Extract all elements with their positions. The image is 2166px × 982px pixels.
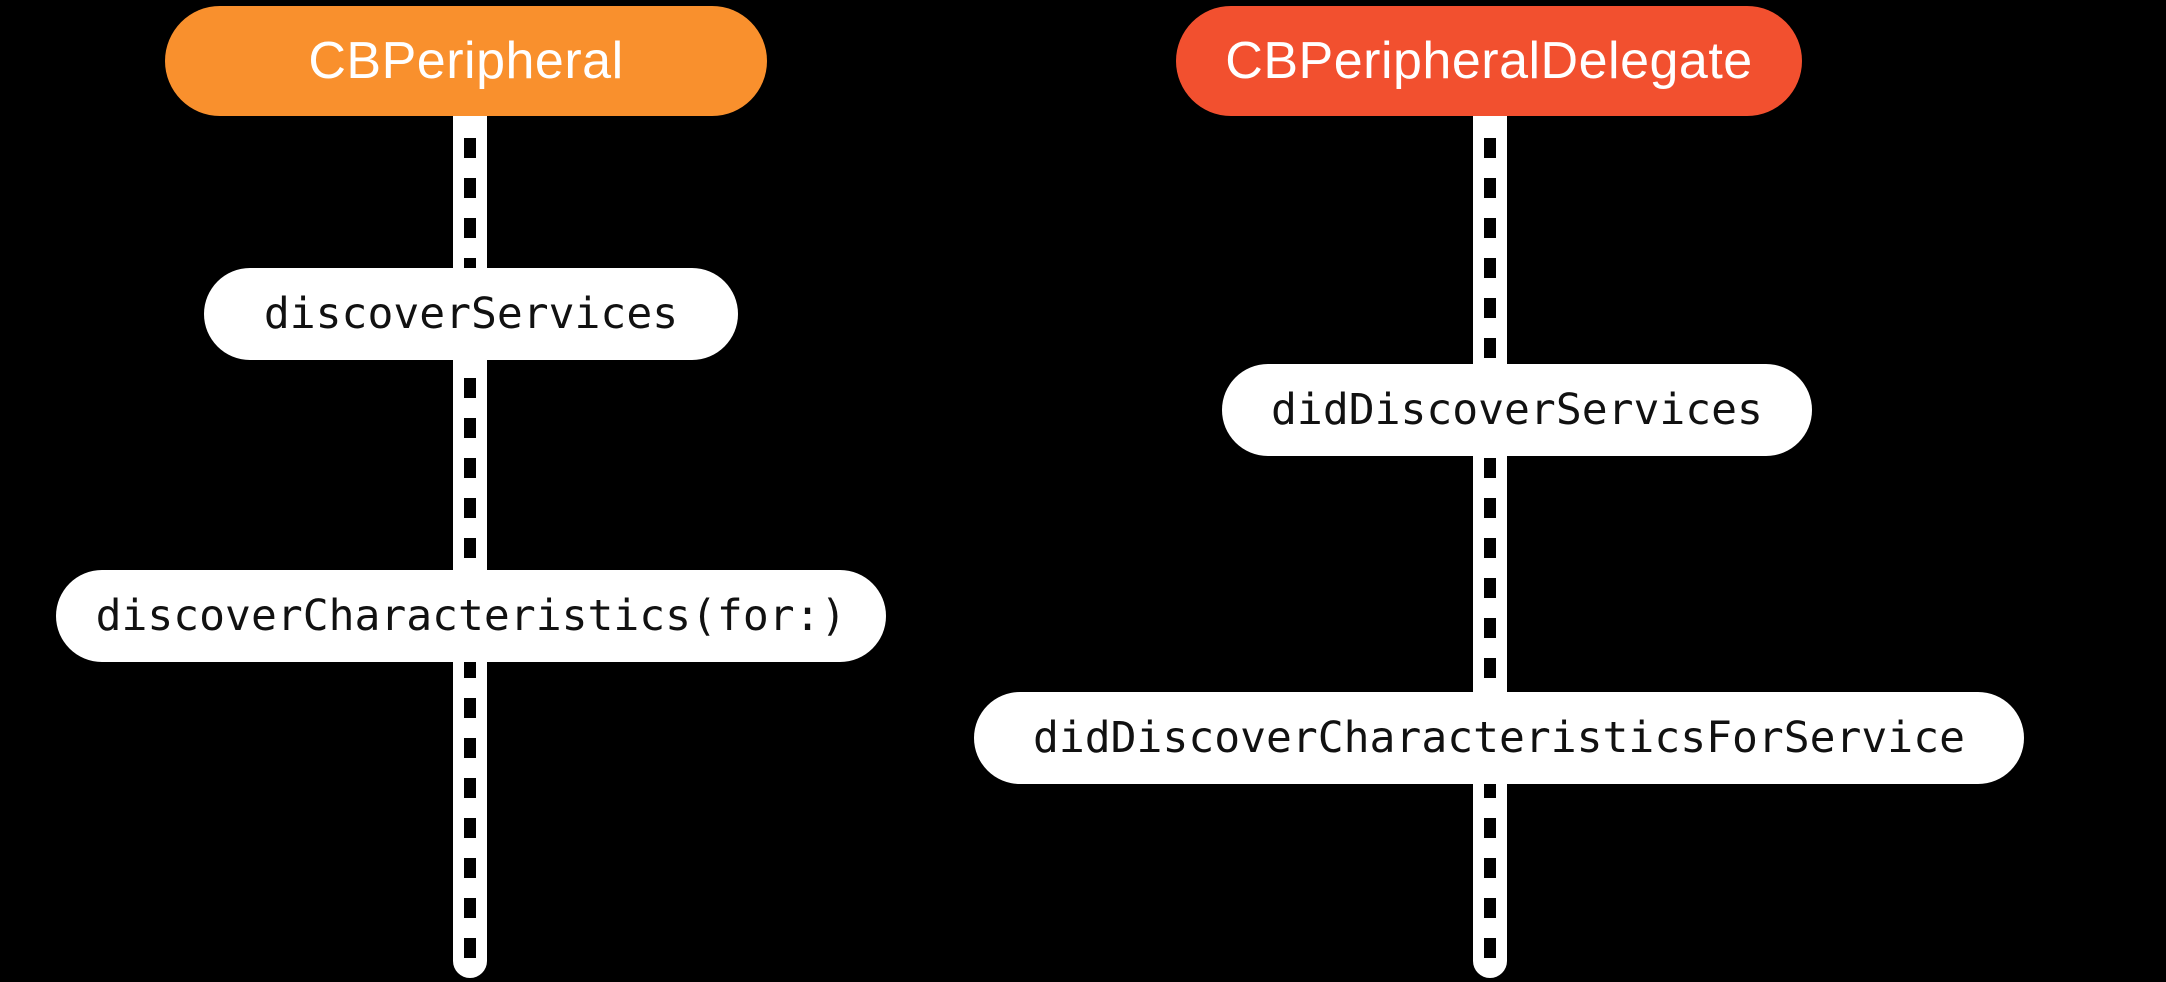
actor-pill-cbperipheral: CBPeripheral xyxy=(165,6,767,116)
message-pill-did-discover-characteristics-for-service: didDiscoverCharacteristicsForService xyxy=(974,692,2024,784)
actor-label: CBPeripheralDelegate xyxy=(1225,32,1753,90)
message-pill-discover-services: discoverServices xyxy=(204,268,738,360)
lifeline-dashes xyxy=(464,138,476,960)
actor-label: CBPeripheral xyxy=(308,32,624,90)
lifeline-dashes xyxy=(1484,138,1496,960)
message-label: discoverServices xyxy=(263,289,679,339)
message-label: didDiscoverServices xyxy=(1271,385,1763,435)
message-pill-discover-characteristics: discoverCharacteristics(for:) xyxy=(56,570,886,662)
message-label: didDiscoverCharacteristicsForService xyxy=(1033,713,1965,763)
lifeline-cbperipheraldelegate xyxy=(1473,114,1507,978)
actor-pill-cbperipheraldelegate: CBPeripheralDelegate xyxy=(1176,6,1802,116)
message-pill-did-discover-services: didDiscoverServices xyxy=(1222,364,1812,456)
message-label: discoverCharacteristics(for:) xyxy=(95,591,847,641)
lifeline-cbperipheral xyxy=(453,114,487,978)
